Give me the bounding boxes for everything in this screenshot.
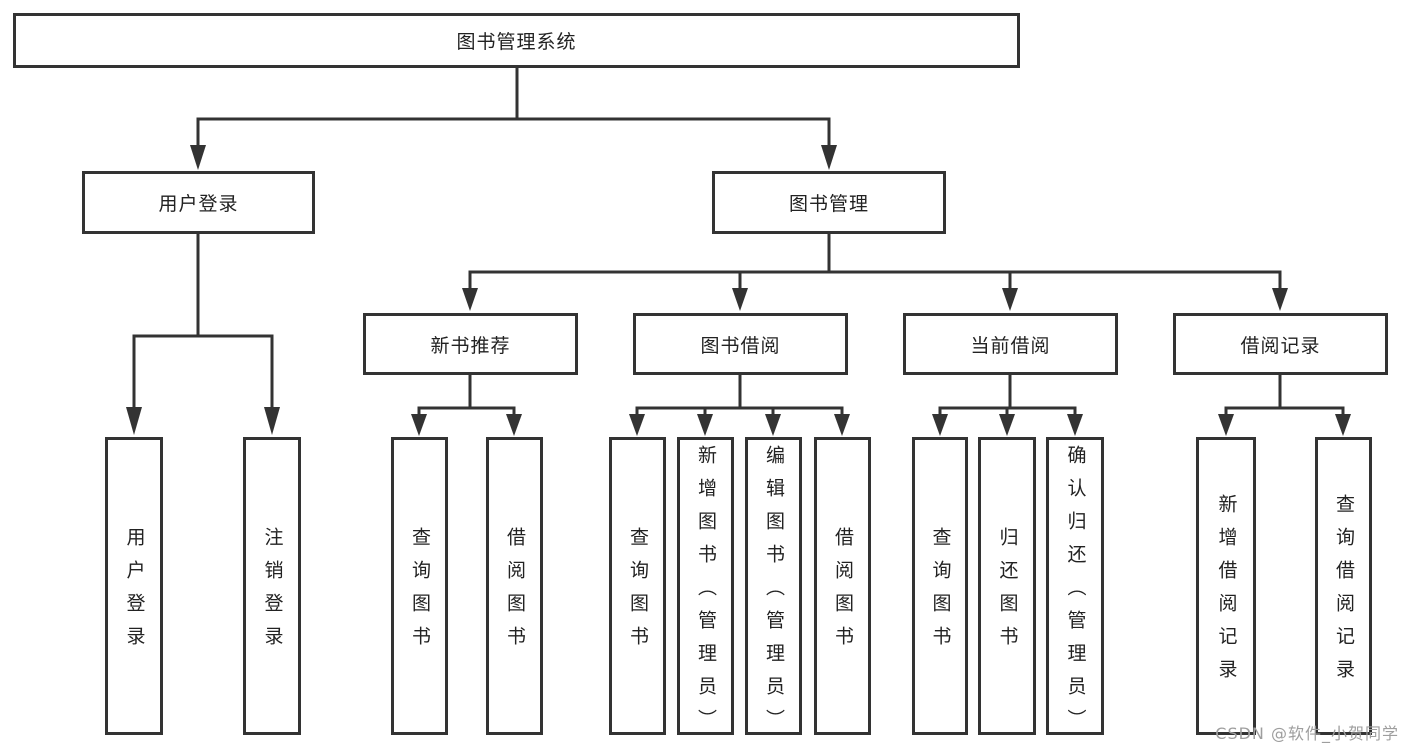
node-borrowing-records: 借阅记录: [1173, 313, 1388, 375]
node-label: 用户登录: [123, 527, 146, 659]
node-label: 新增借阅记录: [1215, 494, 1238, 692]
leaf-borrow-books-recommend: 借阅图书: [486, 437, 543, 735]
node-label: 查询借阅记录: [1333, 494, 1355, 692]
node-label: 借阅记录: [1240, 334, 1321, 357]
node-label: 查询图书: [627, 527, 649, 659]
leaf-confirm-return-admin: 确认归还（管理员）: [1046, 437, 1104, 742]
node-label: 新增图书（管理员）: [695, 444, 717, 742]
node-label: 图书管理: [788, 193, 869, 215]
leaf-edit-book-admin: 编辑图书（管理员）: [745, 437, 802, 742]
node-label: 查询图书: [929, 527, 952, 659]
leaf-add-borrow-record: 新增借阅记录: [1196, 437, 1256, 735]
node-label: 图书借阅: [700, 334, 781, 357]
arrowheads: [126, 145, 1351, 436]
leaf-query-books-borrowing: 查询图书: [609, 437, 666, 735]
node-new-book-recommend: 新书推荐: [363, 313, 578, 375]
leaf-query-books-recommend: 查询图书: [391, 437, 448, 735]
node-label: 借阅图书: [504, 527, 526, 659]
node-label: 当前借阅: [970, 334, 1051, 357]
csdn-watermark: CSDN @软件_小贺同学: [1215, 724, 1399, 743]
leaf-borrow-books-borrowing: 借阅图书: [814, 437, 871, 735]
leaf-query-borrow-record: 查询借阅记录: [1315, 437, 1372, 735]
node-label: 新书推荐: [430, 334, 511, 357]
leaf-add-book-admin: 新增图书（管理员）: [677, 437, 734, 742]
node-label: 确认归还（管理员）: [1064, 444, 1087, 742]
node-label: 借阅图书: [832, 527, 854, 659]
node-book-borrowing: 图书借阅: [633, 313, 848, 375]
leaf-return-book: 归还图书: [978, 437, 1036, 735]
node-label: 图书管理系统: [456, 31, 577, 53]
leaf-user-login: 用户登录: [105, 437, 163, 735]
leaf-logout: 注销登录: [243, 437, 301, 735]
node-label: 用户登录: [158, 193, 239, 215]
node-user-login: 用户登录: [82, 171, 315, 234]
node-label: 查询图书: [409, 527, 431, 659]
node-book-management: 图书管理: [712, 171, 946, 234]
node-label: 注销登录: [261, 527, 284, 659]
node-current-borrowing: 当前借阅: [903, 313, 1118, 375]
node-label: 编辑图书（管理员）: [763, 444, 785, 742]
node-library-management-system: 图书管理系统: [13, 13, 1020, 68]
node-label: 归还图书: [996, 527, 1019, 659]
leaf-query-books-current: 查询图书: [912, 437, 968, 735]
